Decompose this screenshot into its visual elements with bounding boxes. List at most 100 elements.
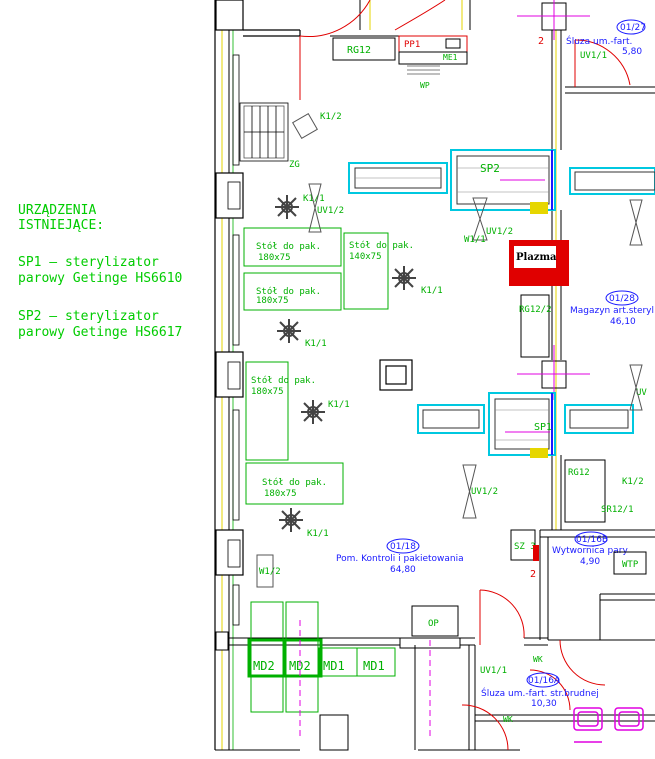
legend-sp2-line1: SP2 – sterylizator bbox=[18, 309, 159, 324]
wtp-label: WTP bbox=[622, 560, 639, 570]
room-01-16a-id: 01/16A bbox=[528, 676, 561, 686]
sp2-sterilizer: SP2 bbox=[348, 149, 655, 214]
column-bottom bbox=[319, 714, 349, 751]
exterior-wall bbox=[214, 0, 471, 751]
rg12-right-label: RG12 bbox=[568, 468, 590, 478]
table-1-size: 180x75 bbox=[258, 253, 291, 263]
sp1-sterilizer: SP1 bbox=[417, 392, 634, 458]
center-column bbox=[379, 359, 413, 391]
md-labels: MD2 MD2 MD1 MD1 bbox=[253, 659, 385, 673]
sp1-label: SP1 bbox=[534, 422, 552, 433]
rg12-2: RG12/2 bbox=[519, 294, 552, 358]
chairs bbox=[275, 195, 416, 532]
chair-1 bbox=[275, 195, 299, 219]
uv1-2-label-c: UV1/2 bbox=[471, 487, 498, 497]
table-4 bbox=[245, 361, 289, 461]
wk-label-b: WK bbox=[503, 715, 513, 724]
w1-2-label: W1/2 bbox=[259, 567, 281, 577]
room-01-16b-area: 4,90 bbox=[580, 557, 600, 567]
chair-5 bbox=[279, 508, 303, 532]
room-01-16b-name: Wytwornica pary bbox=[552, 546, 628, 556]
room-01-28-id: 01/28 bbox=[609, 294, 635, 304]
op-label: OP bbox=[428, 619, 439, 629]
room-01-16b-id: 01/16B bbox=[576, 535, 608, 545]
chair-4 bbox=[301, 400, 325, 424]
k1-2-unit: K1/2 bbox=[292, 112, 342, 139]
room-01-16a-area: 10,30 bbox=[531, 699, 557, 709]
room-01-18-area: 64,80 bbox=[390, 565, 416, 575]
sp2-label: SP2 bbox=[480, 162, 500, 175]
wk-label-a: WK bbox=[533, 655, 543, 664]
mark-2-bottom: 2 bbox=[530, 569, 536, 580]
zg-label: ZG bbox=[289, 160, 300, 170]
uv1-1-top-label: UV1/1 bbox=[580, 51, 607, 61]
plazma-unit: Plazma bbox=[509, 240, 569, 286]
room-01-16b: 01/16B Wytwornica pary 4,90 WTP bbox=[552, 531, 647, 575]
w1-2-unit: W1/2 bbox=[256, 554, 281, 588]
table-5-size: 180x75 bbox=[264, 489, 297, 499]
bottom-wall bbox=[229, 593, 655, 751]
table-2-size: 140x75 bbox=[349, 252, 382, 262]
room-01-28-area: 46,10 bbox=[610, 317, 636, 327]
table-1 bbox=[243, 227, 342, 267]
top-door bbox=[299, 0, 446, 100]
op-unit: OP bbox=[399, 605, 461, 649]
md1-label-b: MD1 bbox=[363, 659, 385, 673]
rg12-top-label: RG12 bbox=[347, 45, 371, 56]
room-01-27: 01/27 Śluza um.-fart. 5,80 bbox=[566, 19, 646, 57]
mark-2-top: 2 bbox=[538, 36, 544, 47]
legend-heading-2: ISTNIEJĄCE: bbox=[18, 218, 104, 233]
md-dashed-lines bbox=[299, 620, 431, 740]
room-01-16a-name: Śluza um.-fart. str.brudnej bbox=[481, 687, 599, 699]
chair-3 bbox=[277, 319, 301, 343]
table-2-name: Stół do pak. bbox=[349, 240, 414, 251]
rg12-top: RG12 PP1 ME1 WP bbox=[332, 35, 468, 90]
k1-1-label-c: K1/1 bbox=[305, 339, 327, 349]
chair-2 bbox=[392, 266, 416, 290]
chair-labels: K1/1 K1/1 K1/1 K1/1 K1/1 bbox=[303, 194, 443, 539]
rg12-2-label: RG12/2 bbox=[519, 305, 552, 315]
table-5-name: Stół do pak. bbox=[262, 477, 327, 488]
room-01-18-id: 01/18 bbox=[390, 542, 416, 552]
k1-1-label-a: K1/1 bbox=[303, 194, 325, 204]
room-01-28-name: Magazyn art.steryl bbox=[570, 306, 654, 316]
packing-tables bbox=[243, 227, 389, 505]
plazma-label: Plazma bbox=[516, 252, 557, 263]
me1-label: ME1 bbox=[443, 53, 458, 62]
legend-sp1-line2: parowy Getinge HS6610 bbox=[18, 271, 182, 286]
table-3 bbox=[243, 272, 342, 311]
table-labels: Stół do pak. 180x75 Stół do pak. 140x75 … bbox=[251, 240, 414, 499]
table-3-size: 180x75 bbox=[256, 296, 289, 306]
uv1-2-label-a: UV1/2 bbox=[317, 206, 344, 216]
bottom-door-labels: WK WK UV1/1 bbox=[480, 655, 543, 724]
room-01-18-name: Pom. Kontroli i pakietowania bbox=[336, 554, 464, 564]
legend-heading-1: URZĄDZENIA bbox=[18, 203, 96, 218]
rg12-right: RG12 K1/2 SR12/1 UV bbox=[564, 388, 647, 523]
uv-lamps bbox=[308, 183, 643, 519]
k1-1-label-e: K1/1 bbox=[307, 529, 329, 539]
table-4-size: 180x75 bbox=[251, 387, 284, 397]
md1-label-a: MD1 bbox=[323, 659, 345, 673]
sz3-cabinet: SZ 3 2 bbox=[510, 529, 539, 580]
sinks bbox=[573, 707, 644, 743]
w1-1-label: W1/1 bbox=[464, 235, 486, 245]
table-3-name: Stół do pak. bbox=[256, 286, 321, 297]
table-2 bbox=[343, 232, 389, 310]
room-01-27-id: 01/27 bbox=[620, 23, 646, 33]
table-5 bbox=[245, 462, 344, 505]
room-01-16a: 01/16A Śluza um.-fart. str.brudnej 10,30 bbox=[481, 672, 599, 709]
k1-1-label-d: K1/1 bbox=[328, 400, 350, 410]
pp1-label: PP1 bbox=[404, 40, 420, 50]
room-01-28: 01/28 Magazyn art.steryl 46,10 bbox=[570, 290, 654, 327]
wp-label: WP bbox=[420, 81, 430, 90]
table-4-name: Stół do pak. bbox=[251, 375, 316, 386]
k1-2-label: K1/2 bbox=[320, 112, 342, 122]
room-01-18: 01/18 Pom. Kontroli i pakietowania 64,80 bbox=[336, 538, 464, 575]
zg-cabinet: ZG bbox=[239, 102, 300, 170]
k1-1-label-b: K1/1 bbox=[421, 286, 443, 296]
md2-label-a: MD2 bbox=[253, 659, 275, 673]
sz3-label: SZ 3 bbox=[514, 542, 536, 552]
k1-2-right-label: K1/2 bbox=[622, 477, 644, 487]
door-27 bbox=[574, 39, 631, 87]
